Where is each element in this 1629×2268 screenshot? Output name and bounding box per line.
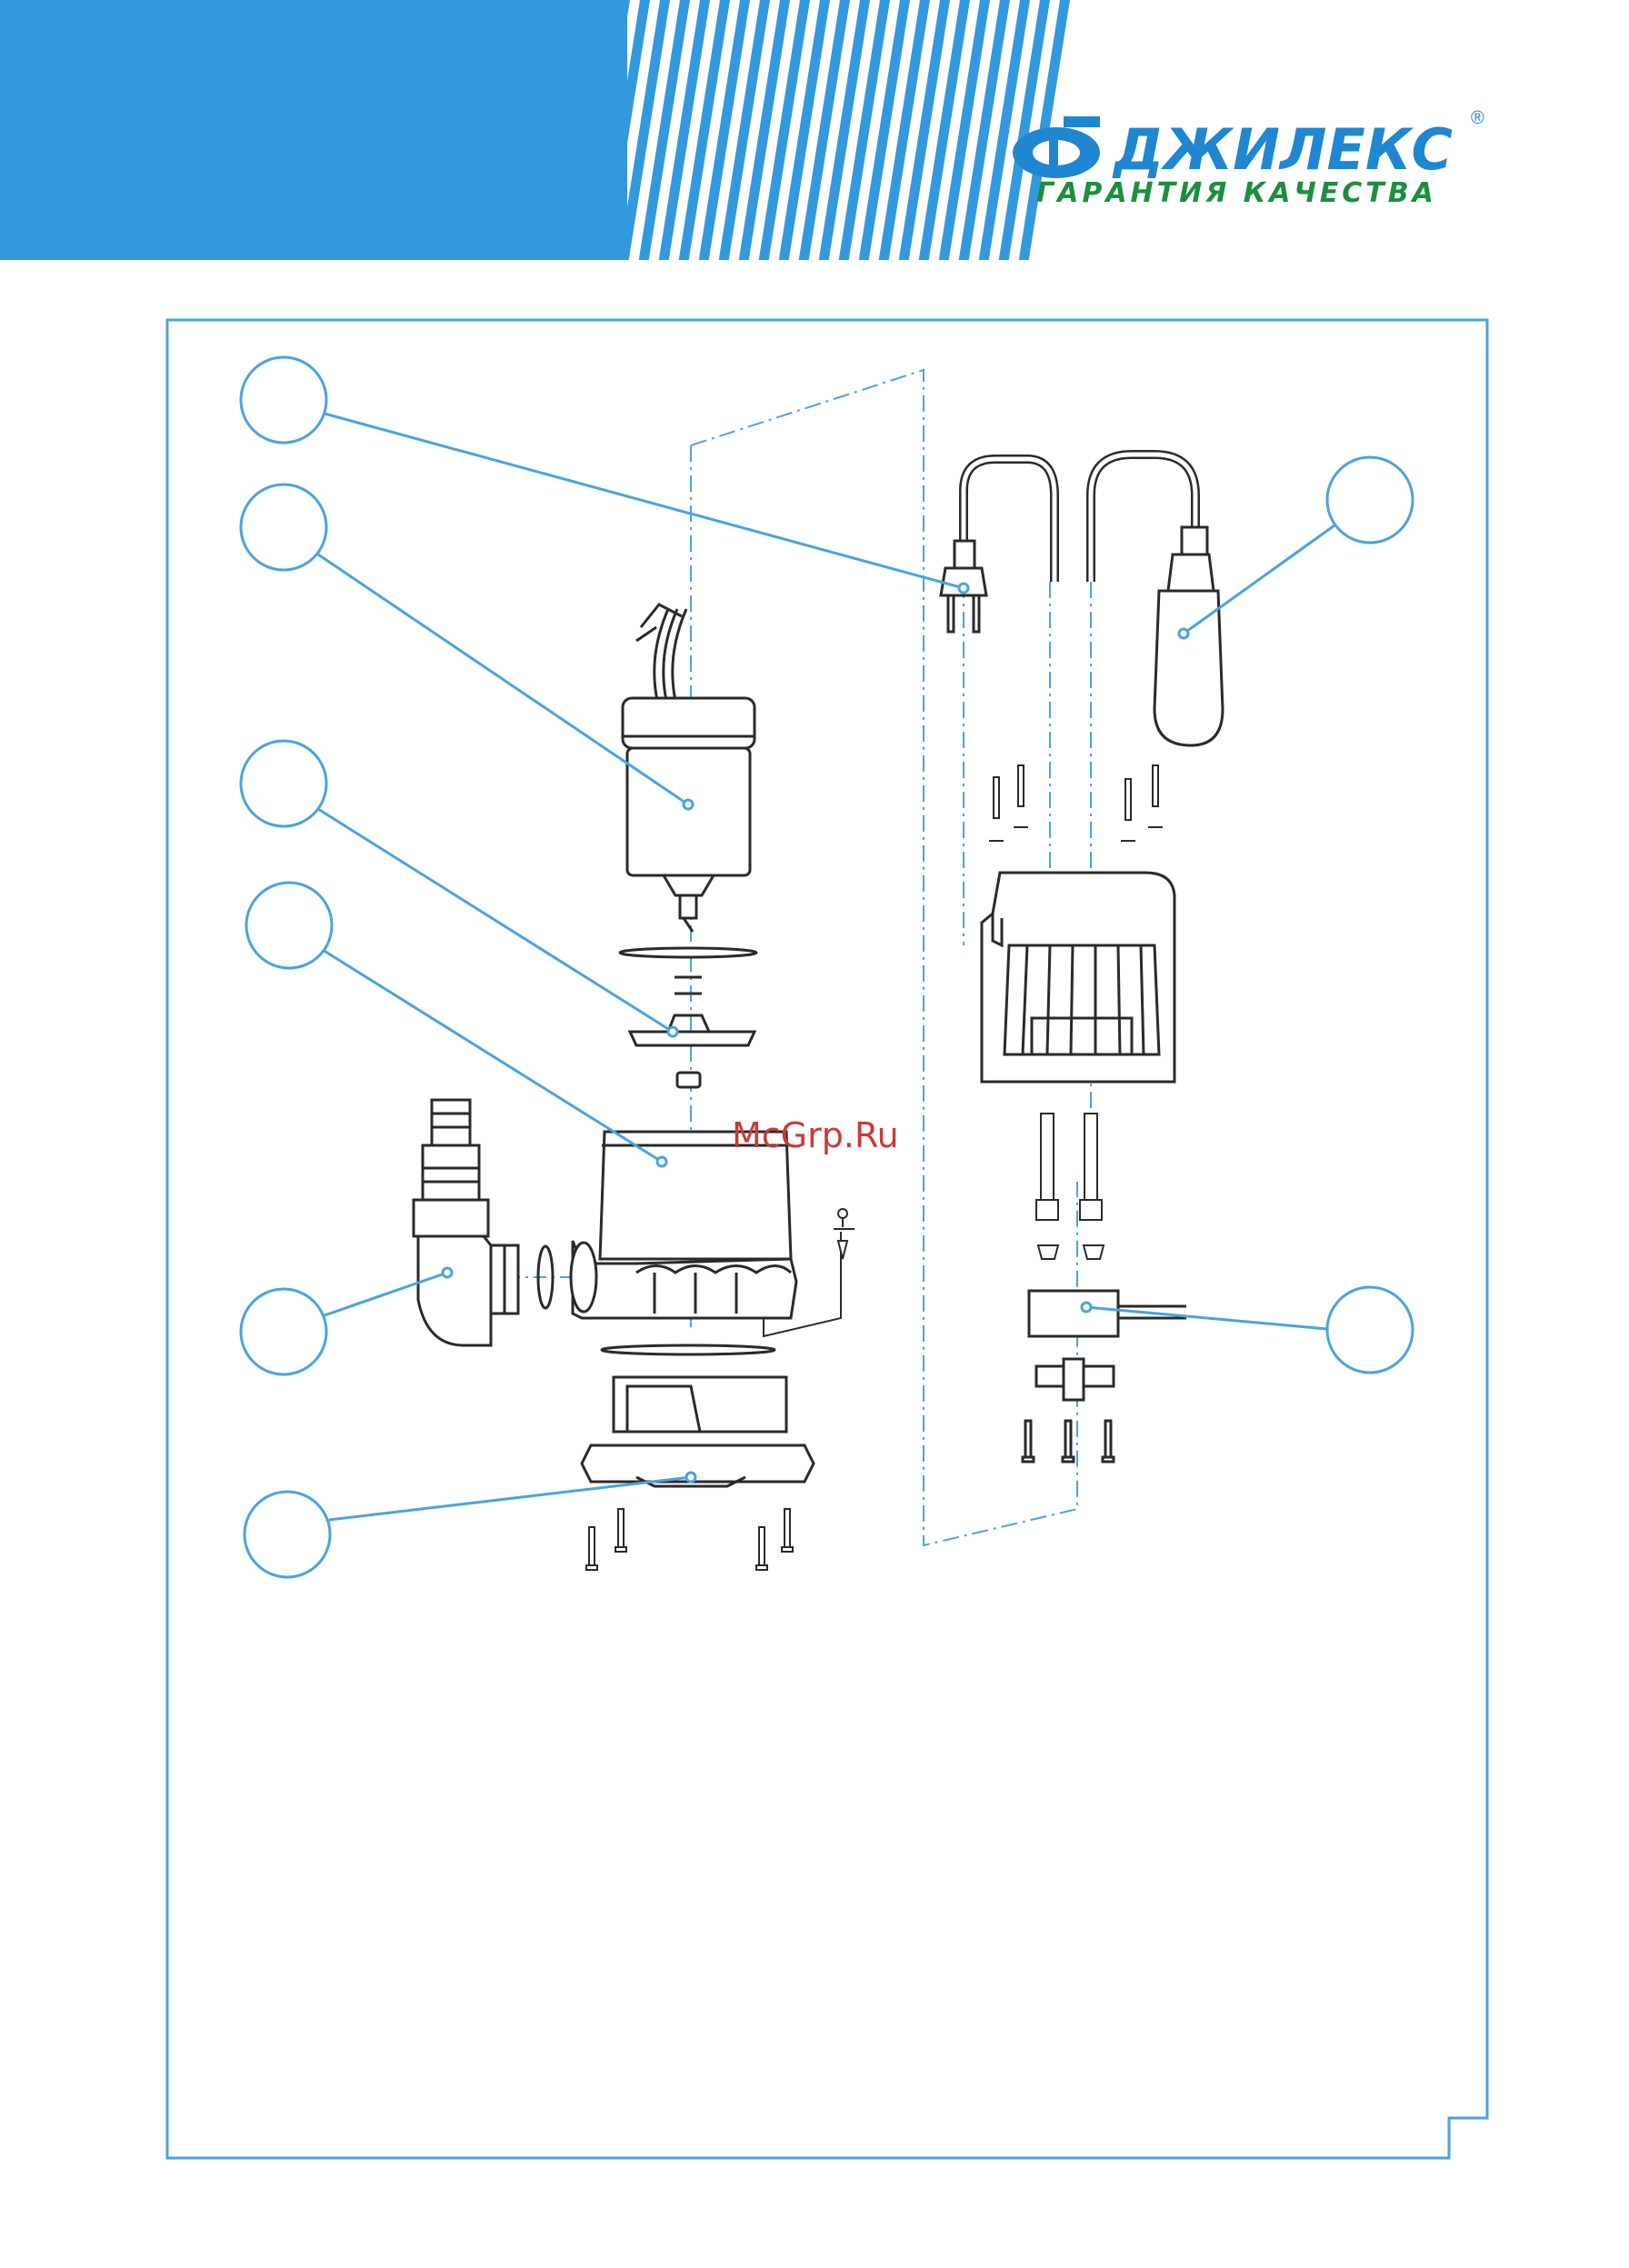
motor-assembly bbox=[621, 603, 756, 933]
header-solid-block bbox=[0, 0, 627, 260]
switch-box bbox=[1021, 1289, 1186, 1464]
vent-screw bbox=[834, 1208, 854, 1260]
header-stripes bbox=[586, 0, 1073, 260]
callouts bbox=[239, 355, 1414, 1579]
registered-mark: ® bbox=[1471, 108, 1484, 128]
seal-and-impeller bbox=[618, 946, 758, 1089]
pump-cover bbox=[980, 871, 1176, 1084]
float-switch bbox=[1086, 450, 1224, 747]
callout-float bbox=[1325, 455, 1414, 545]
diagram-frame bbox=[165, 318, 1489, 2160]
leader-lines bbox=[317, 412, 1335, 1522]
pump-housing bbox=[536, 1130, 842, 1338]
logo-mark-icon bbox=[1013, 116, 1100, 178]
power-plug bbox=[939, 455, 1059, 634]
callout-seal bbox=[239, 739, 328, 828]
header-band bbox=[0, 0, 1073, 260]
cover-screws bbox=[989, 764, 1163, 842]
callout-motor bbox=[239, 483, 328, 572]
standoffs bbox=[1035, 1113, 1105, 1260]
outlet-elbow bbox=[412, 1098, 520, 1347]
pump-base bbox=[580, 1344, 815, 1488]
callout-base bbox=[243, 1490, 332, 1579]
callout-elbow bbox=[239, 1287, 328, 1376]
watermark: McGrp.Ru bbox=[732, 1115, 899, 1155]
base-screws bbox=[585, 1508, 794, 1571]
callout-switch bbox=[1325, 1285, 1414, 1374]
callout-housing bbox=[245, 881, 334, 970]
brand-slogan: ГАРАНТИЯ КАЧЕСТВА bbox=[1036, 177, 1437, 209]
brand-name: ДЖИЛЕКС bbox=[1112, 116, 1453, 183]
callout-plug bbox=[239, 355, 328, 445]
brand-logo: ДЖИЛЕКС ® ГАРАНТИЯ КАЧЕСТВА bbox=[1013, 108, 1484, 209]
